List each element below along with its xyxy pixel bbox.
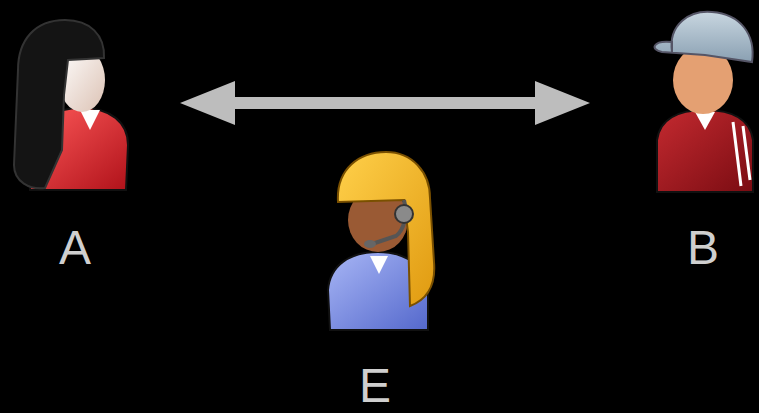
person-label: A [15, 220, 135, 276]
hair [14, 20, 104, 188]
jacket-stripes [733, 122, 750, 186]
double-arrow [180, 81, 590, 125]
person-label: E [315, 358, 435, 413]
headset-earpiece [395, 205, 413, 223]
person-a-node: A [15, 15, 180, 280]
hair [338, 152, 434, 306]
collar [370, 256, 388, 274]
person-a-figure [14, 20, 128, 190]
jacket [657, 110, 753, 192]
collar [80, 110, 100, 130]
person-b-node: B [590, 10, 755, 280]
person-e-node: E [315, 140, 455, 413]
headset-mic [364, 240, 376, 248]
cap [655, 12, 753, 62]
person-b-figure [655, 12, 753, 192]
collar [695, 112, 715, 130]
person-e-figure [328, 152, 434, 330]
person-label: B [643, 220, 759, 276]
